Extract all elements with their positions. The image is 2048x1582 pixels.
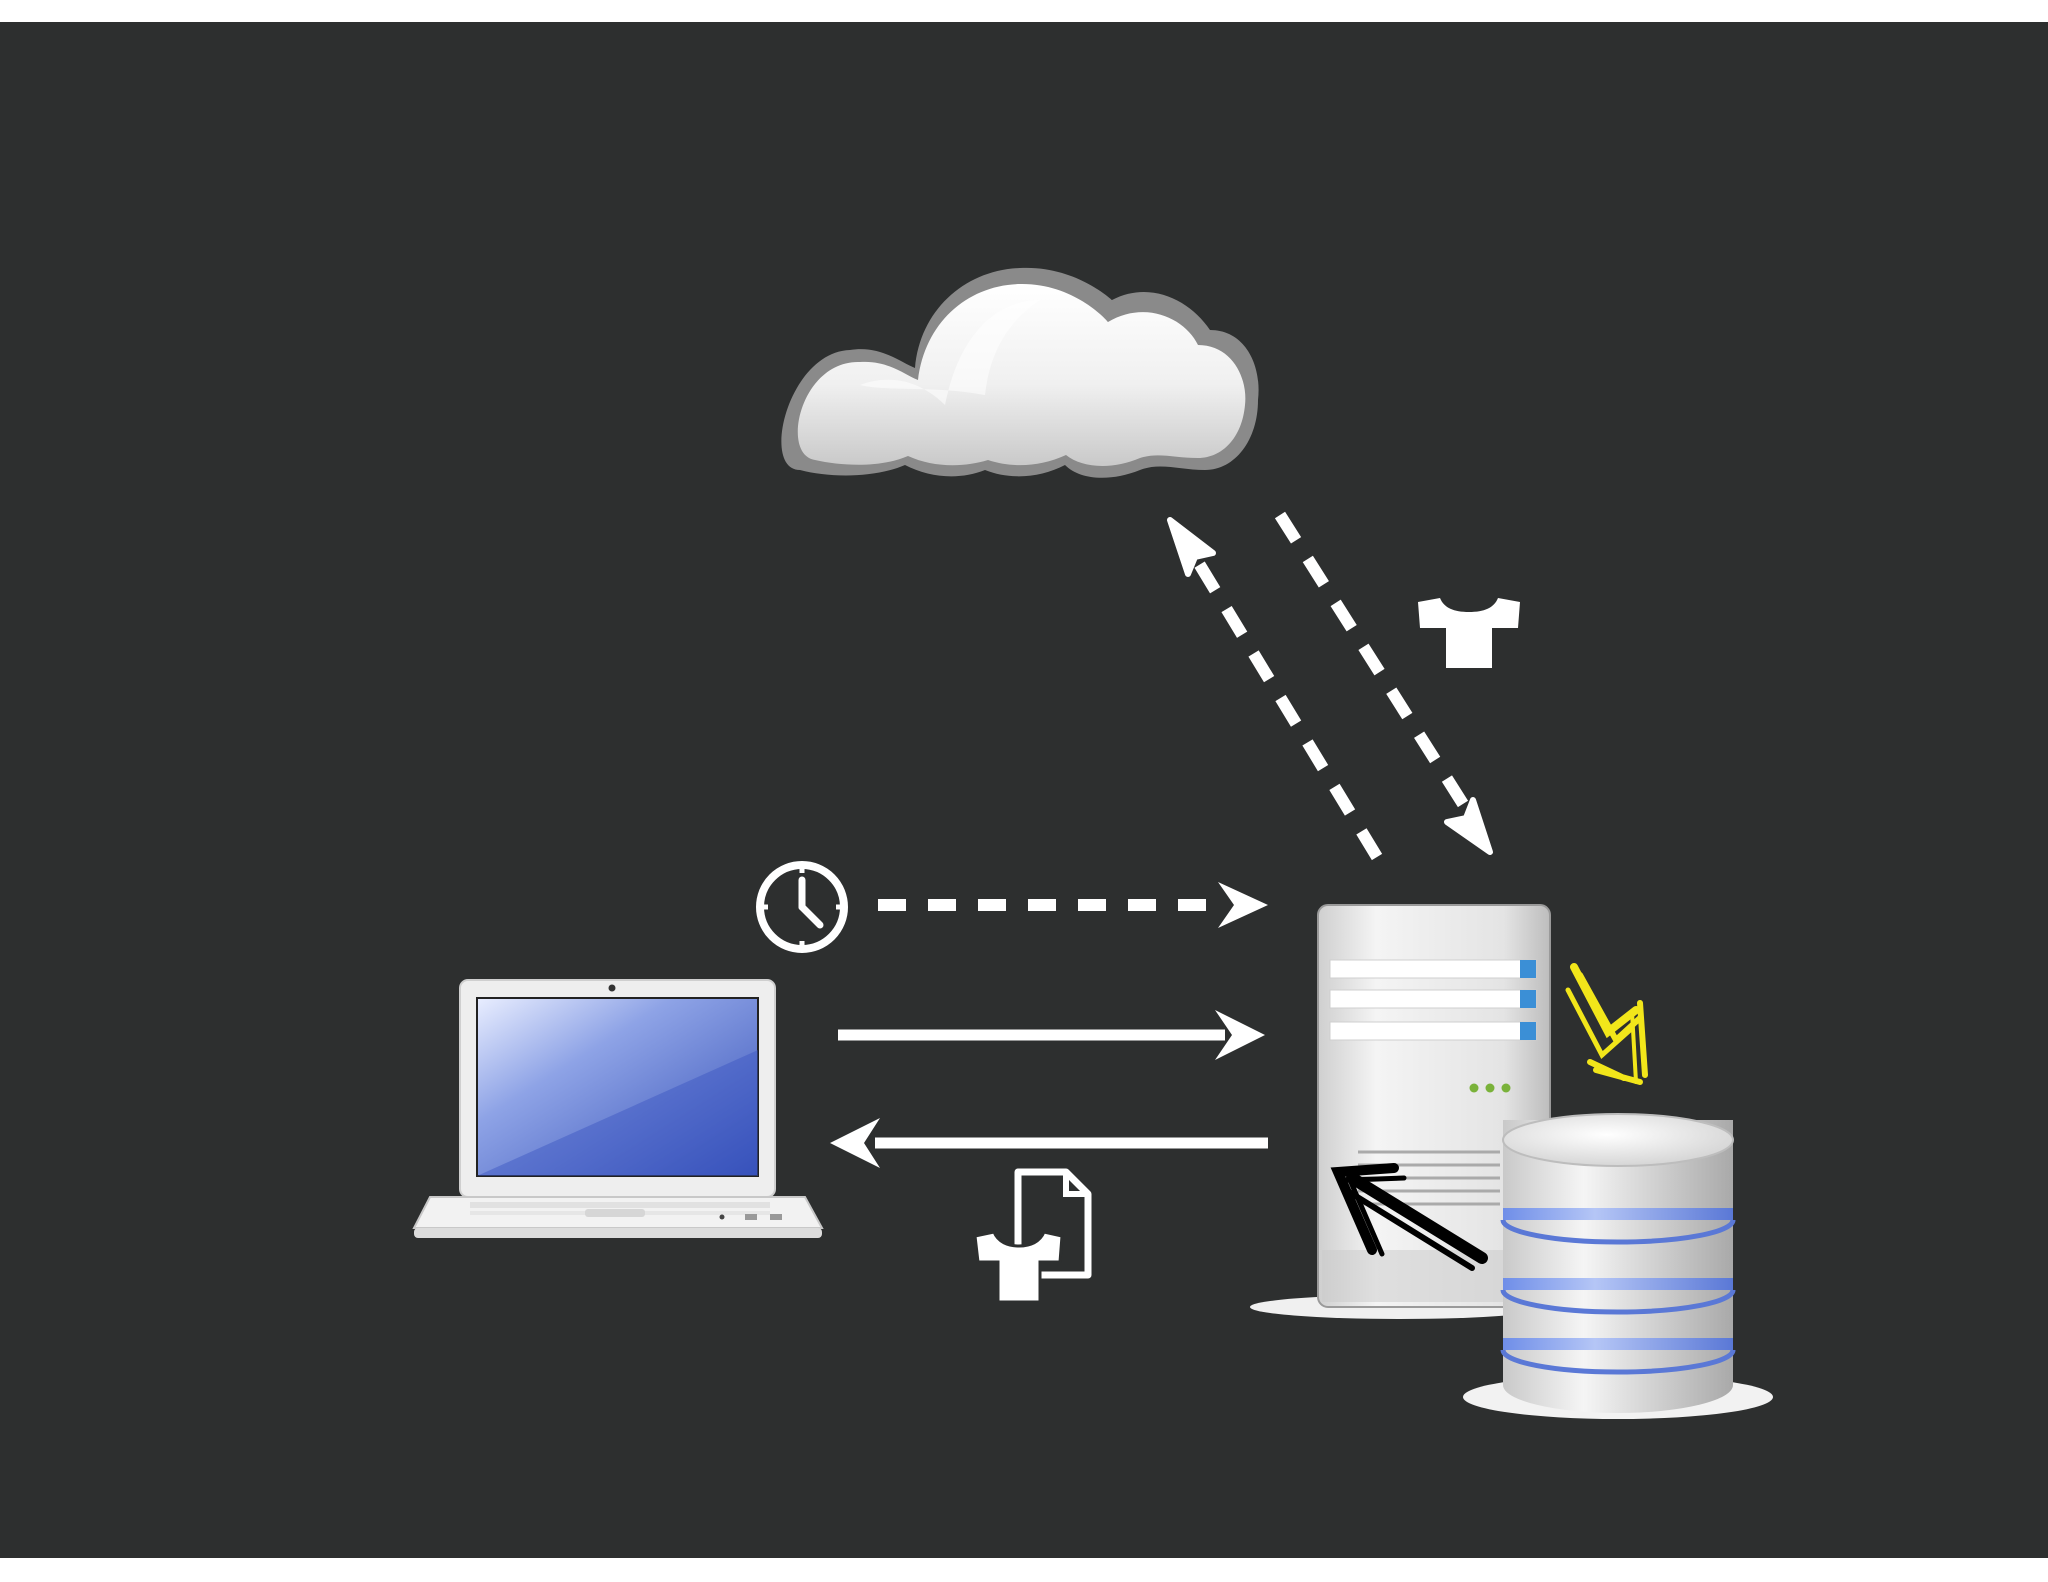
database-icon <box>1463 1113 1773 1419</box>
t-shirt-icon <box>1418 598 1520 668</box>
edge-server-laptop-solid <box>830 1118 1268 1168</box>
edge-server-cloud-dashed <box>1167 517 1383 861</box>
edge-laptop-server-dashed <box>878 882 1268 928</box>
edge-cloud-server-dashed <box>1274 511 1493 855</box>
clock-icon <box>756 861 848 953</box>
scribble-arrow-icon <box>1565 963 1648 1085</box>
scribble-arrow-server-icon <box>1330 1163 1488 1271</box>
t-shirt-icon-return <box>973 1230 1064 1304</box>
edge-laptop-server-solid <box>838 1010 1265 1060</box>
frame-background <box>0 22 2048 1558</box>
laptop-icon <box>412 979 824 1238</box>
cloud-icon <box>781 267 1259 478</box>
